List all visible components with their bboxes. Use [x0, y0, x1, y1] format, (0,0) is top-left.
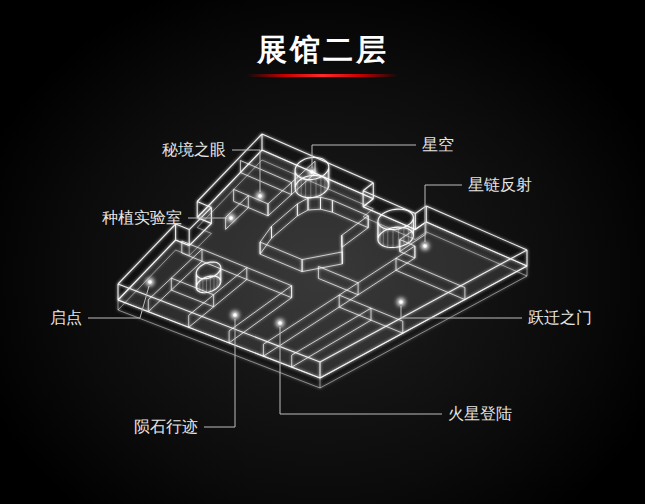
outer-walls — [118, 134, 527, 378]
area-label: 秘境之眼 — [162, 140, 226, 160]
glow-dot — [231, 311, 239, 319]
leader-line — [280, 327, 442, 414]
area-label: 星链反射 — [468, 175, 532, 195]
cylinder-room — [196, 157, 413, 292]
area-label: 启点 — [50, 308, 82, 328]
leader-line — [188, 218, 227, 219]
floor-slab — [118, 150, 527, 378]
area-label: 陨石行迹 — [134, 417, 198, 437]
glow-dot — [399, 300, 403, 304]
glow-dot — [258, 194, 262, 198]
glow-dot — [278, 321, 282, 325]
leader-line — [88, 286, 149, 318]
area-label: 火星登陆 — [448, 404, 512, 424]
inner-walls — [148, 161, 465, 368]
title-underline — [247, 74, 398, 77]
area-label: 星空 — [422, 135, 454, 155]
leader-line — [425, 185, 462, 242]
leader-line — [204, 319, 235, 427]
leader-line — [232, 150, 260, 192]
plan-group — [118, 134, 527, 388]
area-label: 种植实验室 — [102, 208, 182, 228]
glow-dot — [423, 244, 427, 248]
glow-dot — [233, 313, 237, 317]
glow-dot — [421, 242, 429, 250]
glow-dot — [146, 278, 154, 286]
glow-dot — [148, 280, 152, 284]
glow-dot — [397, 298, 405, 306]
glow-dot — [310, 170, 314, 174]
area-label: 跃迁之门 — [528, 308, 592, 328]
glow-dot — [276, 319, 284, 327]
leader-line — [312, 145, 416, 168]
glow-dot — [229, 216, 233, 220]
cylinder-ribs — [196, 170, 411, 293]
glow-dot — [227, 214, 235, 222]
page-title: 展馆二层 — [0, 30, 645, 71]
leader-line — [401, 306, 522, 318]
glow-dot — [308, 168, 316, 176]
glow-dot — [256, 192, 264, 200]
